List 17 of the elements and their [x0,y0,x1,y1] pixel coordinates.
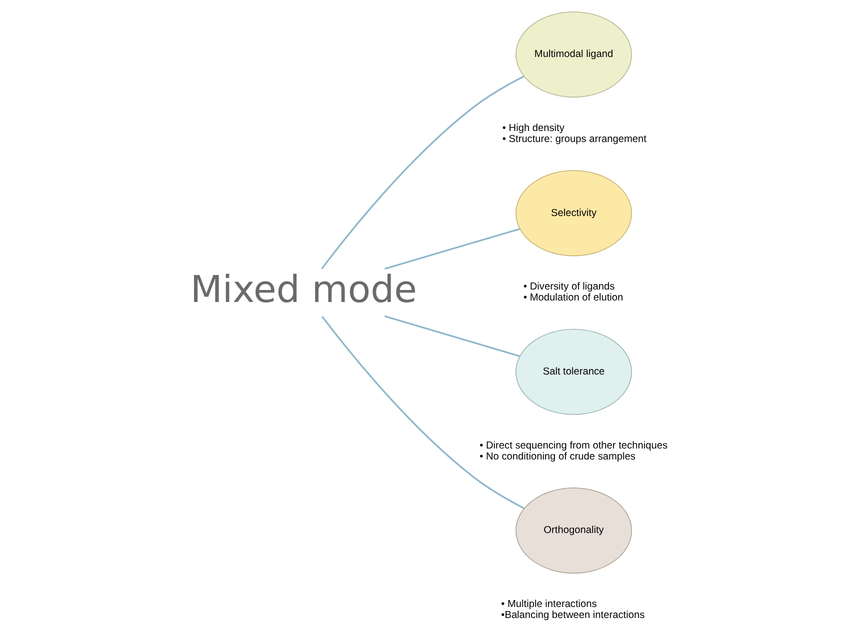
connector [384,228,520,270]
node-ellipse: Multimodal ligand [516,11,632,98]
node-label: • High density [502,122,564,134]
node-ellipse: Selectivity [516,170,632,256]
node-ellipse: Salt tolerance [516,328,632,415]
node-label: • Diversity of ligands [524,282,615,293]
node-label: • Modulation of elution [524,292,624,304]
node-label: • Direct sequencing from other techniques [480,440,668,452]
node-label: •Balancing between interactions [501,610,645,622]
connector [321,316,524,510]
node-label: • No conditioning of crude samples [480,451,636,462]
node-ellipse: Orthogonality [516,488,632,574]
node-label: • Multiple interactions [501,599,597,610]
connector [384,315,520,358]
node-text: Mixed mode [190,268,417,311]
node-label: • Structure: groups arrangement [502,134,646,145]
connector [321,76,524,270]
